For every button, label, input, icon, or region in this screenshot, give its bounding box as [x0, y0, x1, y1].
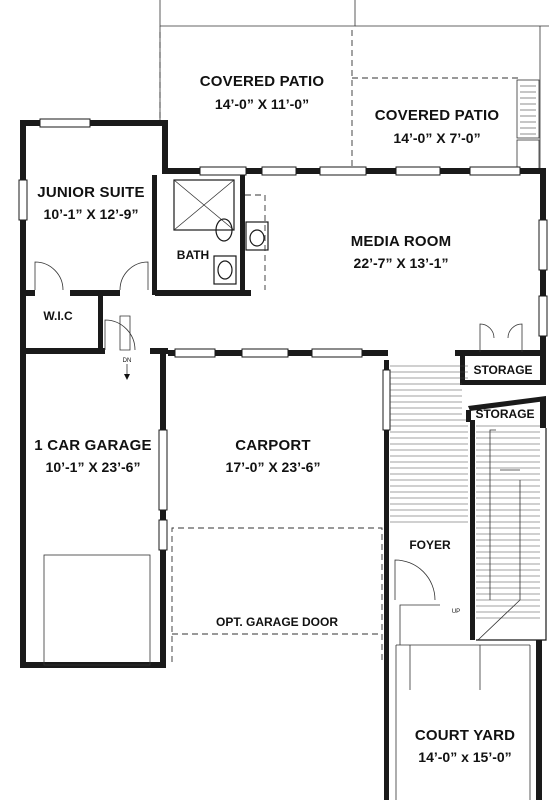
storage-1-name: STORAGE	[473, 363, 532, 377]
storage-2-name: STORAGE	[475, 407, 534, 421]
wic-name: W.I.C	[43, 309, 73, 323]
garage-name: 1 CAR GARAGE	[34, 437, 151, 454]
court-yard-outline	[384, 640, 542, 800]
junior-suite-dim: 10’-1” X 12’-9”	[44, 206, 139, 222]
carport-dim: 17’-0” X 23’-6”	[226, 459, 321, 475]
court-yard-dim: 14’-0” x 15’-0”	[418, 749, 511, 765]
patio-outlines	[159, 0, 549, 173]
windows	[18, 118, 548, 551]
bath-fixtures	[173, 179, 269, 290]
vehicle-outlines	[43, 527, 383, 666]
garage-door-name: OPT. GARAGE DOOR	[216, 615, 338, 629]
carport-name: CARPORT	[235, 437, 311, 454]
covered-patio-1-dim: 14’-0” X 11’-0”	[215, 96, 309, 112]
covered-patio-1-name: COVERED PATIO	[200, 73, 325, 90]
covered-patio-2-dim: 14’-0” X 7’-0”	[393, 130, 480, 146]
walls	[20, 120, 546, 668]
doors	[34, 261, 523, 645]
down-arrow-icon	[124, 374, 130, 380]
media-room-dim: 22’-7” X 13’-1”	[354, 255, 449, 271]
bath-name: BATH	[177, 248, 209, 262]
down-mark: DN	[123, 358, 132, 364]
up-mark: UP	[452, 609, 460, 615]
media-room-name: MEDIA ROOM	[351, 233, 452, 250]
junior-suite-name: JUNIOR SUITE	[37, 184, 144, 201]
court-yard-name: COURT YARD	[415, 727, 515, 744]
room-labels: COVERED PATIO 14’-0” X 11’-0” COVERED PA…	[34, 73, 534, 765]
covered-patio-2-name: COVERED PATIO	[375, 107, 500, 124]
stairs	[390, 365, 547, 641]
foyer-name: FOYER	[409, 538, 451, 552]
garage-dim: 10’-1” X 23’-6”	[46, 459, 141, 475]
